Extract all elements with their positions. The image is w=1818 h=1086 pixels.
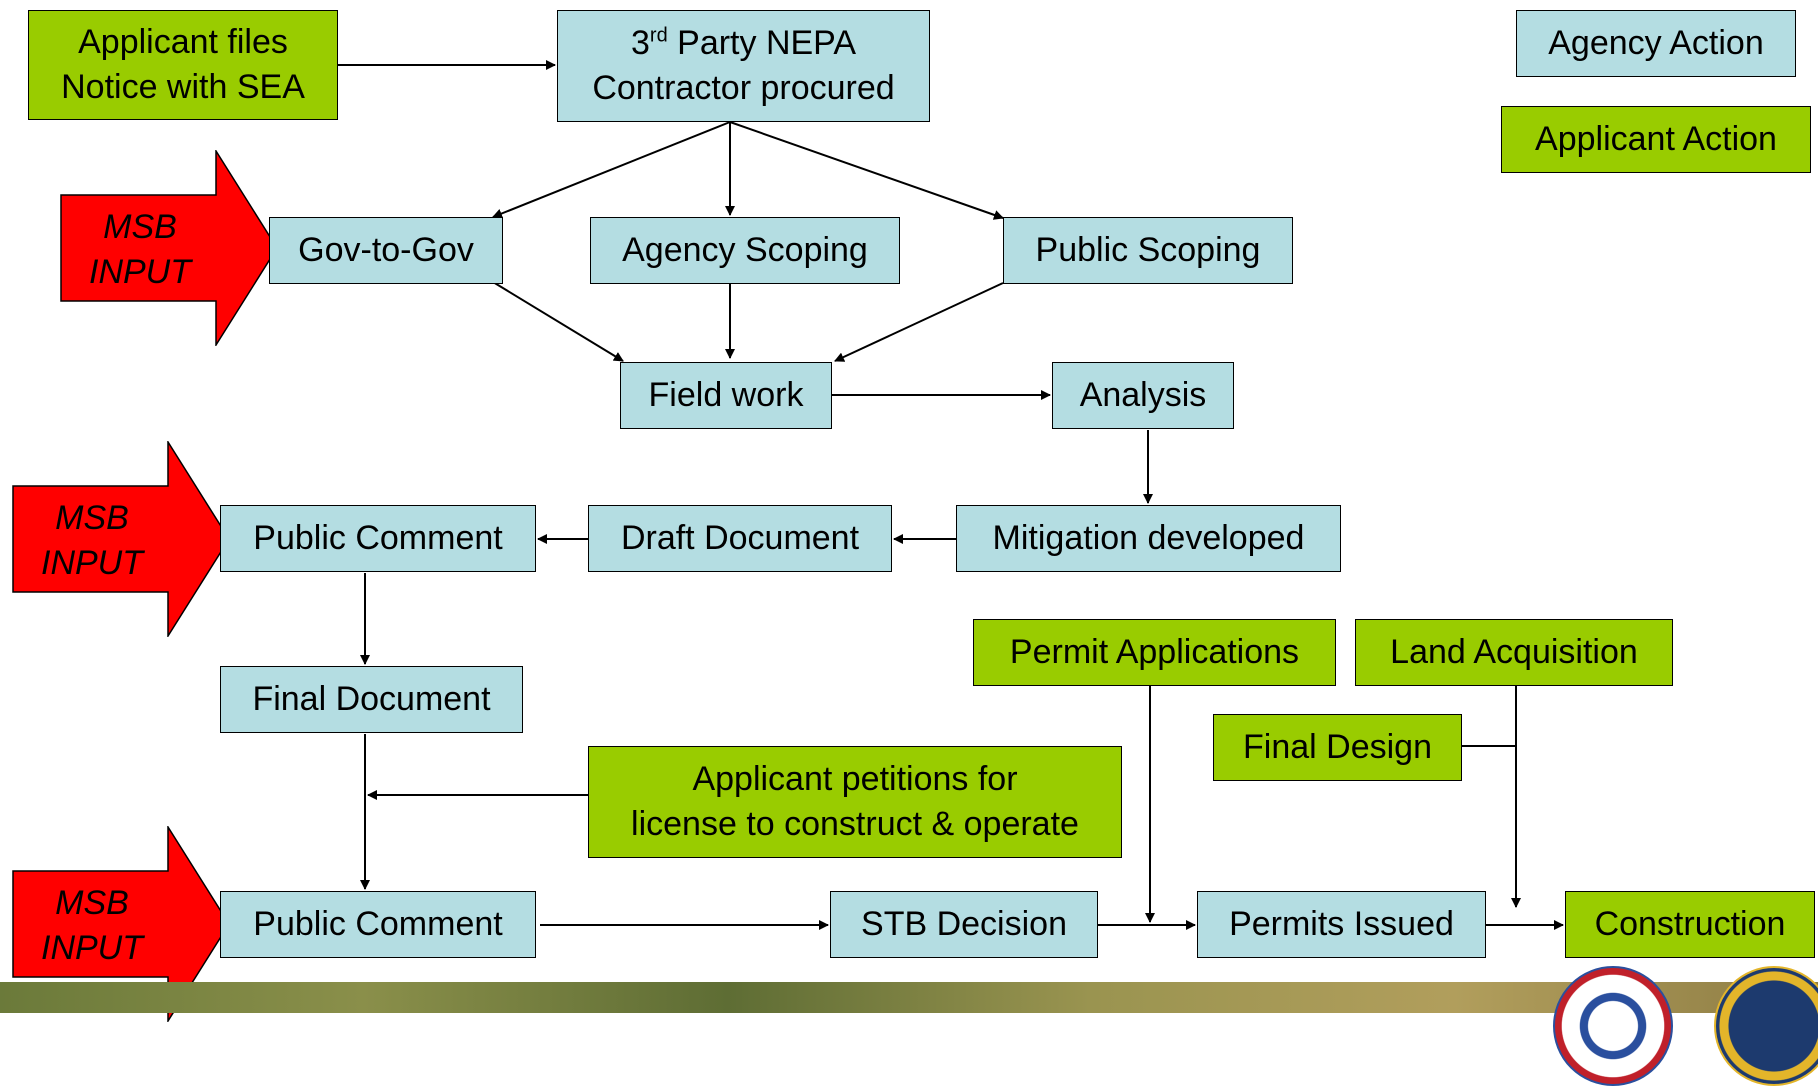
node-permits-issued-label: Permits Issued [1229, 905, 1454, 943]
node-final-document-label: Final Document [252, 680, 491, 718]
node-applicant-petitions-line1: Applicant petitions for [692, 760, 1018, 798]
node-draft-document: Draft Document [588, 505, 892, 572]
msb-label: MSB INPUT [60, 205, 220, 295]
arrow-contractor-to-gov [492, 121, 731, 219]
node-field-work-label: Field work [648, 376, 804, 414]
node-contractor: 3rd Party NEPA Contractor procured [557, 10, 930, 122]
node-contractor-num: 3 [630, 24, 650, 62]
msb-label-line1: MSB [103, 208, 177, 246]
msb-input-arrow-2: MSB INPUT [12, 439, 230, 639]
msb-label-line2: INPUT [89, 253, 191, 291]
node-contractor-post: Party NEPA [667, 24, 857, 62]
msb-arrow-shape [12, 824, 230, 1024]
node-final-design-label: Final Design [1243, 728, 1432, 766]
node-agency-scoping-label: Agency Scoping [622, 231, 868, 269]
legend-applicant-label: Applicant Action [1535, 120, 1777, 158]
msb-label: MSB INPUT [12, 496, 172, 586]
node-land-acquisition-label: Land Acquisition [1390, 633, 1638, 671]
legend-agency-action: Agency Action [1516, 10, 1796, 77]
node-field-work: Field work [620, 362, 832, 429]
msb-arrow-shape [60, 148, 278, 348]
node-contractor-line1: 3rd Party NEPA [631, 21, 856, 66]
node-public-scoping-label: Public Scoping [1035, 231, 1261, 269]
node-construction-label: Construction [1594, 905, 1786, 943]
arrow-contractor-to-public-scoping [729, 121, 1004, 220]
msb-label: MSB INPUT [12, 881, 172, 971]
node-permits-issued: Permits Issued [1197, 891, 1486, 958]
msb-arrow-shape [12, 439, 230, 639]
railroad-seal-logo [1714, 966, 1818, 1086]
node-applicant-files: Applicant files Notice with SEA [28, 10, 338, 120]
node-applicant-petitions: Applicant petitions for license to const… [588, 746, 1122, 858]
node-permit-applications: Permit Applications [973, 619, 1336, 686]
node-draft-document-label: Draft Document [620, 519, 860, 557]
node-stb-decision: STB Decision [830, 891, 1098, 958]
footer-photo-strip [0, 982, 1818, 1013]
msb-label-line1: MSB [55, 499, 129, 537]
node-public-scoping: Public Scoping [1003, 217, 1293, 284]
arrow-public-scoping-to-fieldwork [834, 282, 1004, 362]
node-applicant-files-line2: Notice with SEA [61, 68, 305, 106]
node-contractor-sup: rd [649, 24, 668, 47]
node-agency-scoping: Agency Scoping [590, 217, 900, 284]
node-construction: Construction [1565, 891, 1815, 958]
node-public-comment-1-label: Public Comment [253, 519, 503, 557]
msb-label-line1: MSB [55, 884, 129, 922]
connector-layer [338, 60, 1564, 930]
node-gov-to-gov: Gov-to-Gov [269, 217, 503, 284]
node-land-acquisition: Land Acquisition [1355, 619, 1673, 686]
node-public-comment-2: Public Comment [220, 891, 536, 958]
node-final-document: Final Document [220, 666, 523, 733]
msb-label-line2: INPUT [41, 544, 143, 582]
arrow-gov-to-fieldwork [492, 281, 624, 362]
msb-input-arrow-3: MSB INPUT [12, 824, 230, 1024]
node-public-comment-2-label: Public Comment [253, 905, 503, 943]
node-analysis-label: Analysis [1079, 376, 1207, 414]
node-contractor-line2: Contractor procured [592, 69, 895, 107]
node-analysis: Analysis [1052, 362, 1234, 429]
node-mitigation: Mitigation developed [956, 505, 1341, 572]
msb-input-arrow-1: MSB INPUT [60, 148, 278, 348]
msb-label-line2: INPUT [41, 929, 143, 967]
node-public-comment-1: Public Comment [220, 505, 536, 572]
node-applicant-files-line1: Applicant files [78, 23, 288, 61]
node-applicant-petitions-line2: license to construct & operate [631, 805, 1079, 843]
borough-seal-logo [1553, 966, 1673, 1086]
node-mitigation-label: Mitigation developed [992, 519, 1305, 557]
node-stb-decision-label: STB Decision [861, 905, 1067, 943]
node-final-design: Final Design [1213, 714, 1462, 781]
node-permit-applications-label: Permit Applications [1009, 633, 1300, 671]
legend-agency-label: Agency Action [1548, 24, 1764, 62]
node-gov-to-gov-label: Gov-to-Gov [298, 231, 474, 269]
legend-applicant-action: Applicant Action [1501, 106, 1811, 173]
